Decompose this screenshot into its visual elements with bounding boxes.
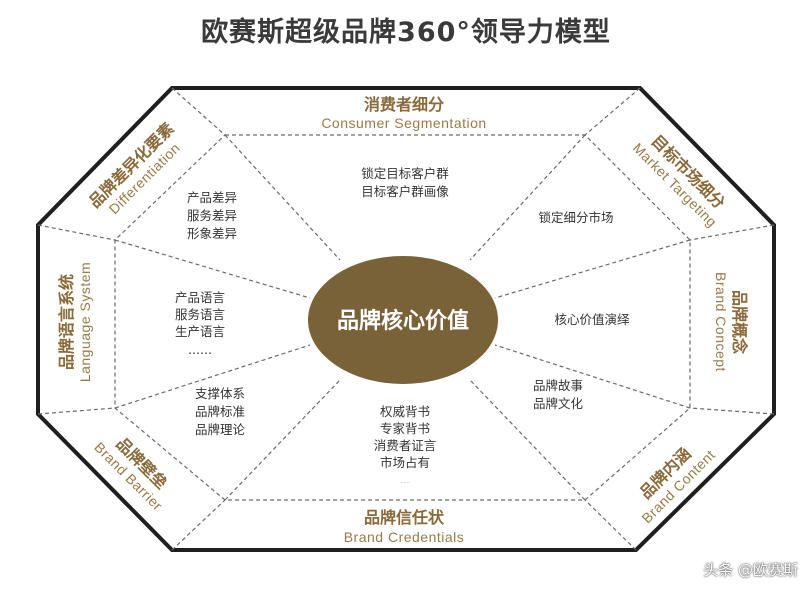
inner-bottom-line-4: 市场占有 [380, 455, 430, 470]
inner-bottom-left-line-3: 品牌理论 [195, 422, 246, 437]
label-right-en: Brand Concept [713, 272, 729, 372]
watermark: 头条 @欧赛斯 [703, 561, 798, 579]
inner-top-left-line-3: 形象差异 [187, 226, 237, 241]
inner-bottom-line-2: 专家背书 [380, 421, 430, 436]
label-bottom-en: Brand Credentials [344, 529, 465, 545]
inner-octagon [114, 134, 691, 501]
label-top-en: Consumer Segmentation [321, 115, 486, 131]
inner-left-line-1: 产品语言 [175, 290, 225, 305]
inner-top-line-2: 目标客户群画像 [361, 184, 449, 199]
inner-bottom-line-3: 消费者证言 [374, 438, 437, 453]
inner-bottom-small: ...... [400, 479, 410, 485]
inner-left-line-3: 生产语言 [175, 324, 225, 339]
label-top-cn: 消费者细分 [364, 95, 444, 114]
inner-top-line-1: 锁定目标客户群 [361, 166, 449, 181]
core-value-label: 品牌核心价值 [337, 308, 469, 334]
inner-right-line-1: 核心价值演绎 [554, 312, 630, 327]
inner-top-left-line-2: 服务差异 [187, 208, 237, 223]
label-left-cn: 品牌语言系统 [57, 274, 76, 370]
inner-bottom-left-line-1: 支撑体系 [195, 386, 245, 401]
inner-left-line-4: ...... [188, 342, 212, 357]
center-spokes [114, 134, 691, 501]
inner-bottom-right-line-2: 品牌文化 [533, 396, 584, 411]
vertex-spokes [37, 87, 775, 551]
inner-bottom-left-line-2: 品牌标准 [195, 404, 245, 419]
inner-top-left-line-1: 产品差异 [187, 190, 237, 205]
core-value-ellipse [308, 256, 498, 384]
inner-bottom-right-line-1: 品牌故事 [533, 378, 583, 393]
label-left-en: Language System [77, 262, 93, 382]
label-right-cn: 品牌概念 [730, 290, 749, 355]
label-bottom-cn: 品牌信任状 [364, 508, 445, 527]
page-title: 欧赛斯超级品牌360°领导力模型 [201, 17, 611, 48]
inner-top-right-line-1: 锁定细分市场 [538, 210, 613, 225]
inner-left-line-2: 服务语言 [175, 307, 225, 322]
inner-bottom-line-1: 权威背书 [380, 404, 430, 419]
